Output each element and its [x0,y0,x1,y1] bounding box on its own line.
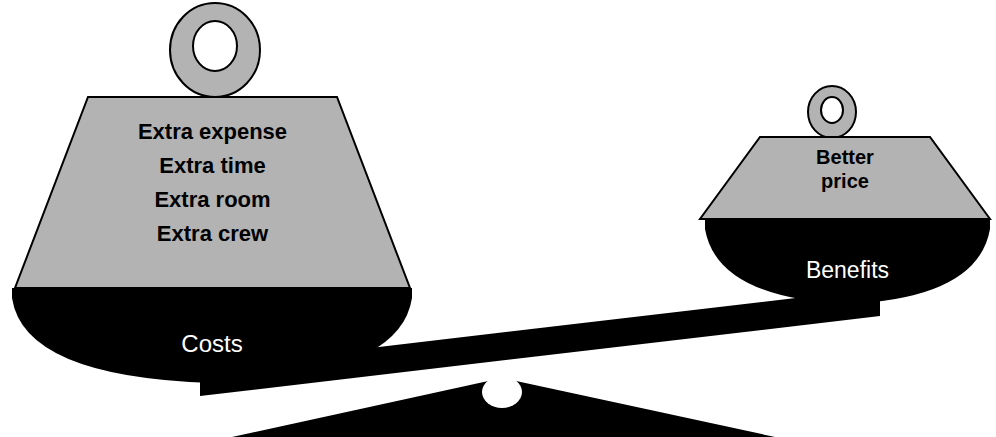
cost-weight-content: Extra expenseExtra timeExtra roomExtra c… [15,97,410,288]
weight-handle [170,3,260,97]
benefit-weight: Better price [700,137,990,219]
benefit-pan-content: Benefits [705,219,990,304]
weight-label: Better price [800,145,890,193]
benefit-pan: Benefits [705,219,990,304]
weight-handle [808,86,856,138]
cost-pan-content: Costs [12,288,412,383]
cost-weight: Extra expenseExtra timeExtra roomExtra c… [15,97,410,288]
cost-weight-shape [15,97,410,288]
weight-label: Extra crew [157,221,268,247]
weight-label: Benefits [806,257,889,284]
cost-pan-shape [12,288,412,383]
benefit-pan-shape [705,219,990,304]
cost-pan: Costs [12,288,412,383]
benefit-weight-shape [700,137,990,219]
weight-label: Costs [181,330,242,358]
pivot-hole [482,376,522,408]
weight-label: Extra expense [138,119,287,145]
benefit-weight-content: Better price [700,137,990,219]
weight-label: Extra room [154,187,270,213]
weight-label: Extra time [159,153,265,179]
